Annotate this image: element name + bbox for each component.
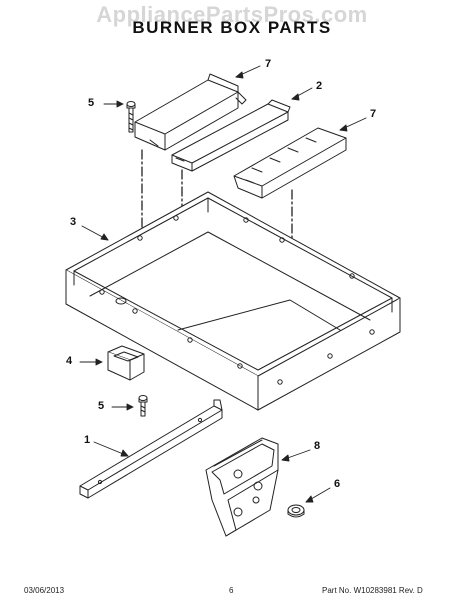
- page-title: BURNER BOX PARTS: [132, 18, 332, 37]
- callout-1: 1: [84, 434, 91, 446]
- part-3-burner-box: [65, 191, 401, 411]
- part-4-bracket-box: [107, 345, 145, 381]
- callout-6: 6: [334, 478, 341, 490]
- part-8-burner-plate: [205, 437, 279, 537]
- part-5-screw-bottom: [138, 395, 148, 417]
- footer-page-number: 6: [229, 586, 234, 595]
- callout-7-upper: 7: [265, 58, 272, 70]
- callout-7-right: 7: [370, 108, 377, 120]
- watermark: AppliancePartsPros.com: [96, 2, 368, 27]
- part-2-bracket: [171, 99, 291, 172]
- part-6-grommet: [287, 504, 305, 518]
- part-1-rail: [79, 399, 223, 499]
- leader-arrows: [79, 65, 367, 503]
- part-5-screw-top: [126, 101, 136, 133]
- callout-2: 2: [316, 80, 323, 92]
- footer-date: 03/06/2013: [24, 586, 65, 595]
- callout-5-lower: 5: [98, 400, 105, 412]
- part-7-bracket-right: [233, 127, 347, 199]
- footer-part-number: Part No. W10283981 Rev. D: [322, 586, 423, 595]
- callout-5-upper: 5: [88, 97, 95, 109]
- callout-8: 8: [314, 440, 321, 452]
- callout-4: 4: [66, 355, 73, 367]
- callout-3: 3: [70, 216, 77, 228]
- part-7-bracket-left: [134, 73, 247, 151]
